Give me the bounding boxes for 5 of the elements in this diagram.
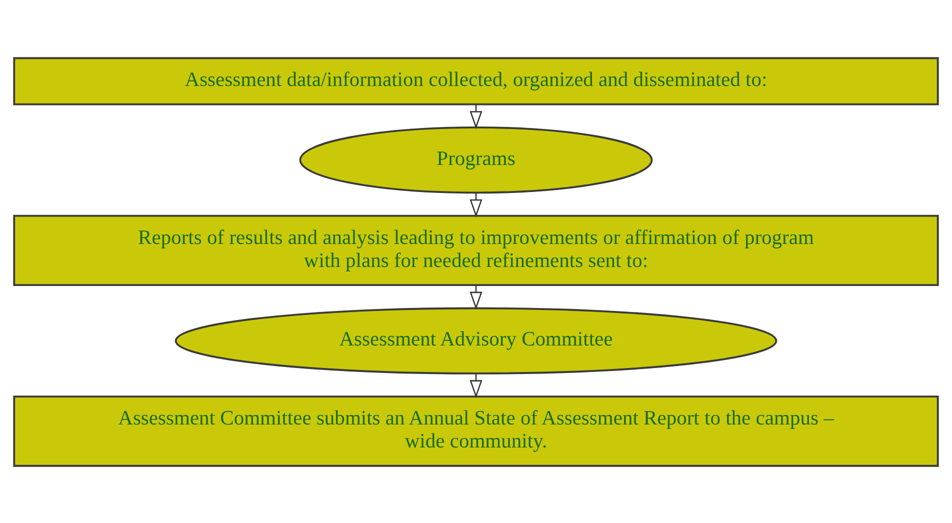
node-ellipse: Assessment Advisory Committee [174, 306, 778, 374]
node-box: Reports of results and analysis leading to improvements or affirmation of program with plans for needed refinements sent to: [13, 214, 939, 286]
node-box: Assessment Committee submits an Annual State of Assessment Report to the campus – wide community. [13, 395, 939, 466]
node-ellipse: Programs [299, 126, 653, 194]
node-box: Assessment data/information collected, organized and disseminated to: [13, 56, 939, 105]
